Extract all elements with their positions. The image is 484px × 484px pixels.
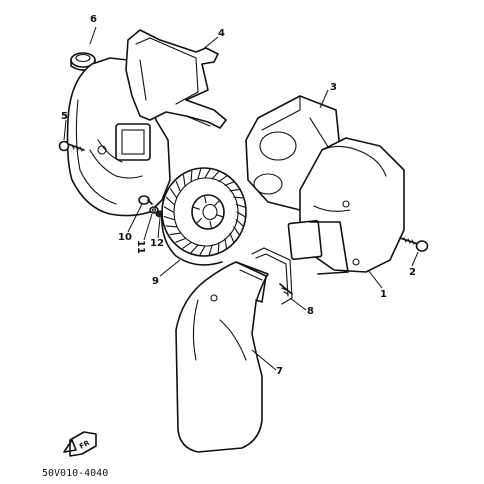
callout-7: 7 (276, 366, 283, 377)
fan-fin (211, 170, 220, 180)
fan-fin (163, 215, 175, 221)
part-7-intake-duct (175, 261, 269, 453)
callout-1: 1 (380, 289, 387, 300)
fan-fin (197, 168, 202, 180)
callout-11: 11 (135, 240, 146, 254)
fan-fin (229, 188, 241, 192)
front-arrow: FR (63, 431, 97, 457)
fan-fin (235, 219, 245, 228)
fan-fin (233, 196, 245, 199)
fan-hub-spoke (216, 214, 223, 218)
fan-fin (190, 170, 193, 182)
callout-12: 12 (150, 238, 164, 249)
fan-fin (165, 196, 175, 205)
part-8-clip (251, 247, 293, 305)
fan-fin (182, 174, 186, 186)
part-2-bolt (399, 237, 429, 252)
fan-fin (175, 238, 186, 243)
callout-9: 9 (152, 276, 159, 287)
callouts: 6 4 3 5 1 2 8 7 9 10 11 12 (61, 14, 416, 377)
callout-3: 3 (330, 82, 337, 93)
callout-2: 2 (409, 267, 416, 278)
fan-fin (169, 188, 177, 198)
fan-fin (224, 181, 235, 186)
fan-fin (204, 168, 211, 179)
fan-hub-spoke (204, 195, 207, 204)
fan-hub-spoke (209, 220, 212, 229)
fan-fin (182, 242, 192, 249)
part-9-fan (160, 167, 247, 266)
leader-lines (63, 26, 419, 371)
fan-fin (165, 225, 177, 228)
diagram-code: 50V010-4040 (42, 468, 108, 479)
fan-fin (236, 211, 247, 218)
fan-fin (233, 226, 241, 236)
part-1-air-shroud (287, 137, 405, 275)
fan-fin (217, 242, 220, 254)
part-11-washer (149, 206, 159, 214)
fan-fin (235, 203, 247, 209)
fan-fin (218, 175, 228, 182)
fan-fin (208, 244, 213, 256)
part-5-screw (58, 140, 85, 152)
fan-hub-spoke (196, 217, 202, 224)
fan-fin (169, 232, 181, 236)
part-4-cover-plate (125, 29, 227, 129)
callout-10: 10 (118, 232, 132, 243)
callout-5: 5 (61, 111, 68, 122)
callout-6: 6 (90, 14, 97, 25)
callout-8: 8 (307, 306, 314, 317)
fan-fin (229, 232, 235, 244)
part-10-bolt (138, 195, 153, 205)
fan-fin (224, 238, 228, 250)
callout-4: 4 (218, 28, 225, 39)
fan-fin (175, 180, 181, 192)
fan-blades (163, 168, 247, 256)
fan-hub-spoke (193, 206, 200, 210)
fan-fin (190, 244, 199, 254)
fan-fin (199, 245, 206, 256)
fan-fin (163, 206, 174, 213)
fan-hub-spoke (214, 200, 220, 207)
